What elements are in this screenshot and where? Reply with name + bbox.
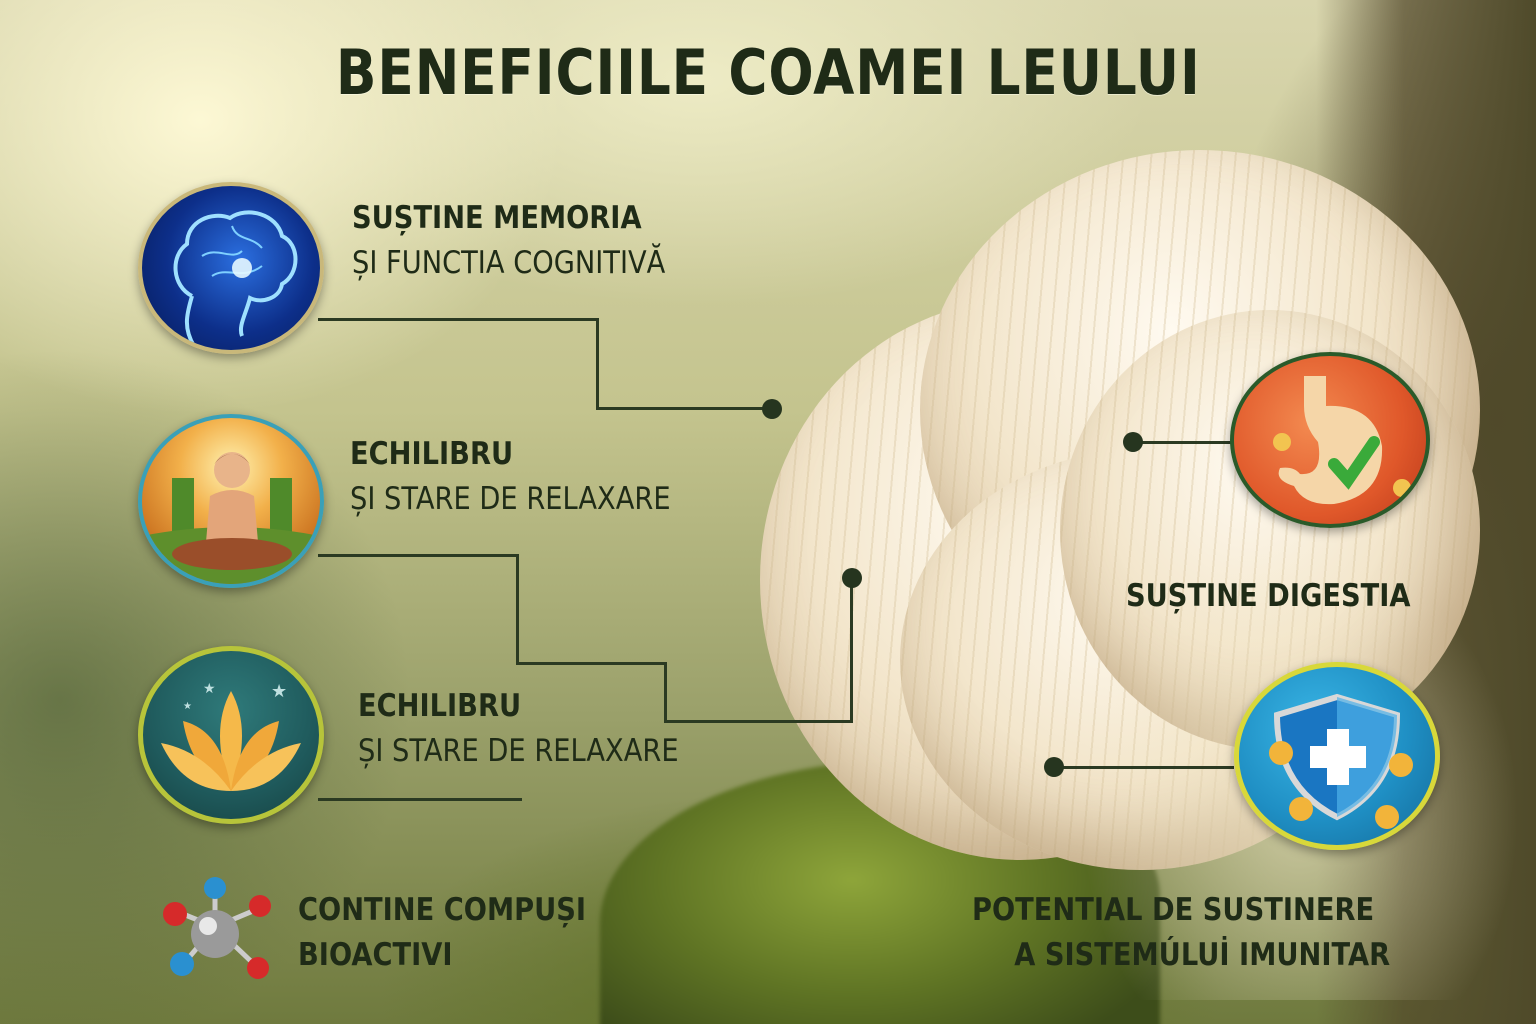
benefit-balance-1-label: ECHILIBRU ȘI STARE DE RELAXARE	[350, 432, 671, 522]
benefit-bioactive-title: CONTINE COMPUȘI	[298, 892, 587, 928]
svg-text:★: ★	[183, 701, 192, 712]
benefit-immune-label: POTENTIAL DE SUSTINERE A SISTEMÚLUİ IMUN…	[972, 888, 1390, 978]
benefit-balance-1-title: ECHILIBRU	[350, 436, 514, 472]
brain-icon	[173, 210, 298, 348]
meditation-icon	[142, 452, 320, 584]
benefit-balance-2-label: ECHILIBRU ȘI STARE DE RELAXARE	[358, 684, 679, 774]
benefit-balance-2-title: ECHILIBRU	[358, 688, 522, 724]
benefit-memory-title: SUȘTINE MEMORIA	[352, 200, 642, 236]
benefit-immune-subtitle: A SISTEMÚLUİ IMUNITAR	[1014, 937, 1391, 973]
benefit-memory-subtitle: ȘI FUNCTIA COGNITIVĂ	[352, 245, 666, 281]
stomach-check-icon	[1273, 376, 1411, 505]
brain-badge	[138, 182, 324, 354]
benefit-bioactive-label: CONTINE COMPUȘI BIOACTIVI	[298, 888, 586, 978]
benefit-immune-title: POTENTIAL DE SUSTINERE	[972, 892, 1375, 928]
stomach-badge	[1230, 352, 1430, 528]
benefit-bioactive-subtitle: BIOACTIVI	[298, 937, 453, 973]
benefit-balance-2-subtitle: ȘI STARE DE RELAXARE	[358, 733, 679, 769]
lotus-icon: ★ ★ ★	[161, 681, 301, 791]
molecule-icon	[160, 872, 280, 982]
benefit-memory-label: SUȘTINE MEMORIA ȘI FUNCTIA COGNITIVĂ	[352, 196, 665, 286]
page-title: BENEFICIILE COAMEI LEULUI	[335, 36, 1201, 109]
meditation-badge	[138, 414, 324, 588]
benefit-digestion-title: SUȘTINE DIGESTIA	[1126, 578, 1411, 614]
benefit-digestion-label: SUȘTINE DIGESTIA	[1126, 574, 1411, 618]
shield-cross-icon	[1269, 693, 1413, 829]
lotus-badge: ★ ★ ★	[138, 646, 324, 824]
benefit-balance-1-subtitle: ȘI STARE DE RELAXARE	[350, 481, 671, 517]
shield-badge	[1234, 662, 1440, 850]
svg-text:★: ★	[203, 681, 216, 697]
svg-text:★: ★	[271, 681, 287, 702]
